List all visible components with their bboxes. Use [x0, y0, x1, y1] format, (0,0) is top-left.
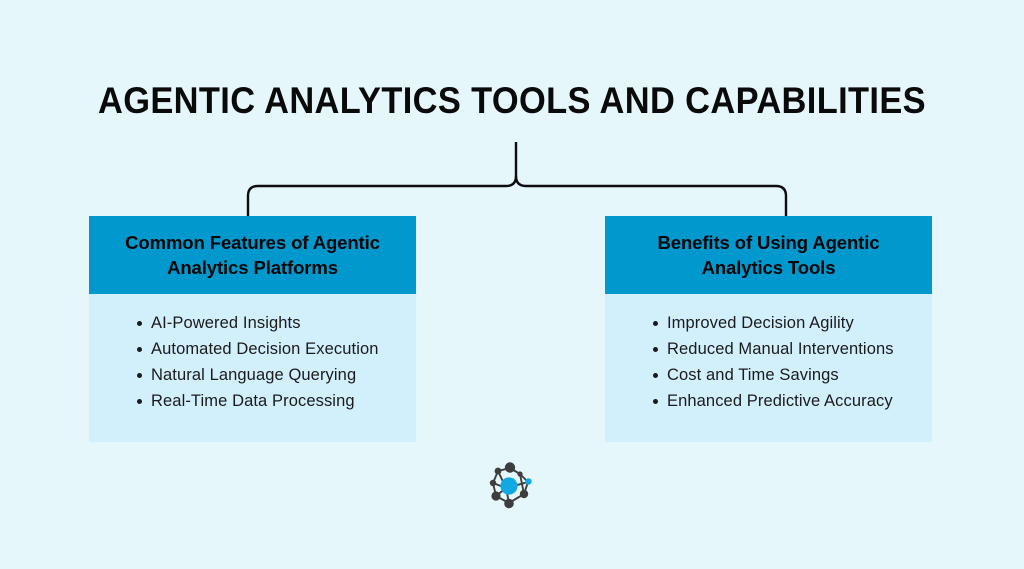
connector-right-arm — [526, 184, 788, 216]
list-item: AI-Powered Insights — [137, 310, 406, 336]
list-item: Improved Decision Agility — [653, 310, 922, 336]
list-item: Enhanced Predictive Accuracy — [653, 388, 922, 414]
list-item: Reduced Manual Interventions — [653, 336, 922, 362]
benefit-list: Improved Decision Agility Reduced Manual… — [615, 310, 922, 414]
card-header-common-features: Common Features of Agentic Analytics Pla… — [89, 216, 416, 294]
card-header-text: Benefits of Using Agentic Analytics Tool… — [657, 232, 880, 278]
logo-center-node — [500, 477, 518, 495]
network-graph-logo — [489, 462, 532, 509]
feature-list: AI-Powered Insights Automated Decision E… — [99, 310, 406, 414]
list-item: Cost and Time Savings — [653, 362, 922, 388]
list-item: Real-Time Data Processing — [137, 388, 406, 414]
list-item: Natural Language Querying — [137, 362, 406, 388]
logo-accent-node — [525, 478, 532, 485]
card-body-common-features: AI-Powered Insights Automated Decision E… — [89, 294, 416, 442]
card-common-features: Common Features of Agentic Analytics Pla… — [89, 216, 416, 442]
page-title: AGENTIC ANALYTICS TOOLS AND CAPABILITIES — [97, 80, 927, 121]
connector-center-left-curve — [505, 175, 518, 188]
card-benefits: Benefits of Using Agentic Analytics Tool… — [605, 216, 932, 442]
card-header-text: Common Features of Agentic Analytics Pla… — [125, 232, 380, 278]
card-body-benefits: Improved Decision Agility Reduced Manual… — [605, 294, 932, 442]
connector-left-arm — [246, 184, 506, 216]
list-item: Automated Decision Execution — [137, 336, 406, 362]
logo-nodes — [489, 462, 529, 509]
card-header-benefits: Benefits of Using Agentic Analytics Tool… — [605, 216, 932, 294]
connector-center-right-curve — [514, 175, 527, 188]
